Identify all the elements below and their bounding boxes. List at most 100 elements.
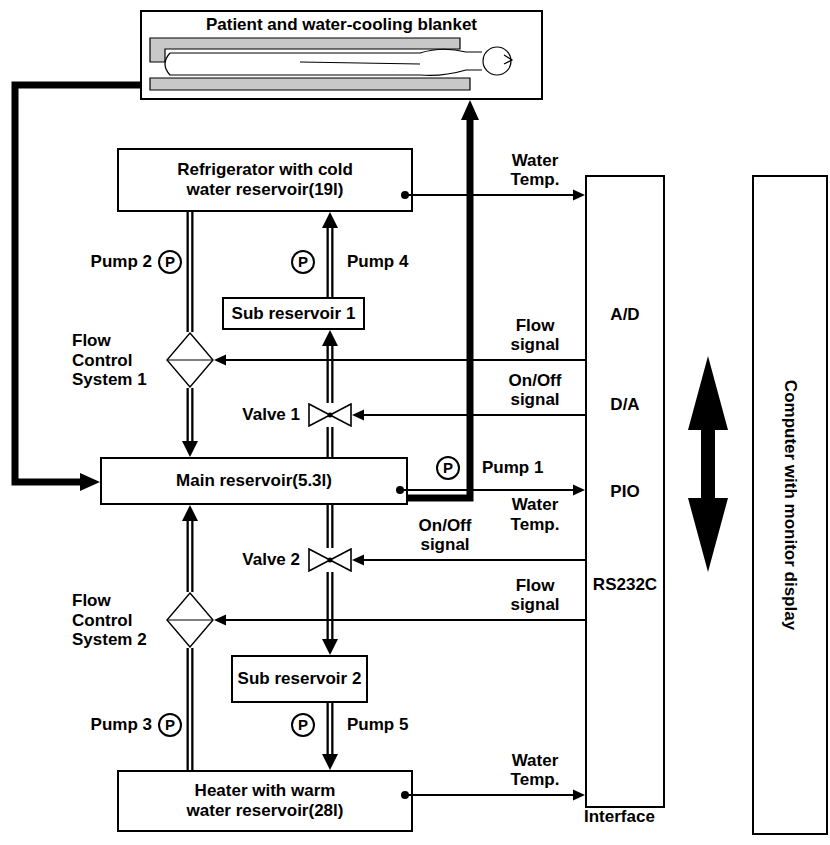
connector-line [408, 489, 574, 491]
connector-heads [461, 100, 479, 120]
arrow-head [573, 485, 585, 496]
computer-label: Computer with monitor display [780, 380, 800, 630]
flow-control-label: Flow Control System 1 [72, 331, 158, 390]
signal-label: Water Temp. [503, 495, 567, 534]
water-pipe [190, 648, 191, 770]
arrow-head [182, 441, 198, 457]
connector-heads [182, 441, 198, 457]
bidirectional-arrow [688, 356, 728, 572]
water-pipe [190, 212, 191, 332]
connector-heads [352, 555, 364, 566]
valve-label: Valve 2 [242, 550, 300, 570]
connector-line [15, 85, 140, 482]
signal-label: Water Temp. [503, 751, 567, 790]
connector-heads [214, 615, 226, 626]
signal-line [401, 790, 585, 801]
pipe-bore [189, 212, 191, 332]
box-label: Sub reservoir 1 [232, 304, 356, 324]
patient-illustration [150, 38, 512, 90]
refrigerator-box: Refrigerator with cold water reservoir(1… [117, 148, 413, 212]
connector-line [327, 505, 334, 548]
pump-label: Pump 1 [482, 458, 543, 478]
patient-face [504, 55, 512, 64]
pump-symbol: PPump 2 [158, 250, 182, 274]
valve-half [309, 549, 330, 571]
port-label: PIO [587, 482, 663, 502]
connector-heads [322, 754, 338, 770]
port-label: D/A [587, 395, 663, 415]
sub-reservoir-box: Sub reservoir 1 [222, 297, 365, 330]
connector-heads [322, 212, 338, 228]
connector-heads [573, 190, 585, 201]
connector-heads [573, 485, 585, 496]
pump-symbol: PPump 1 [436, 456, 460, 480]
arrow-head [214, 615, 226, 626]
box-label: Heater with warm water reservoir(28l) [178, 781, 353, 820]
valve-half [330, 549, 351, 571]
main-reservoir-box: Main reservoir(5.3l) [100, 457, 408, 505]
computer-box: Computer with monitor display [752, 175, 828, 835]
valve-half [309, 404, 330, 426]
arrow-head [322, 639, 338, 655]
patient-arm [300, 62, 420, 64]
connector-line [363, 559, 585, 561]
connector-heads [322, 639, 338, 655]
interface-box: A/DD/APIORS232CInterface [585, 175, 665, 808]
connector-line [327, 345, 334, 403]
pipe-bore [189, 520, 191, 592]
pump-label: Pump 5 [347, 715, 408, 735]
signal-label: On/Off signal [413, 516, 477, 555]
connector-heads [214, 355, 226, 366]
signal-label: On/Off signal [503, 371, 567, 410]
flow-control-label: Flow Control System 2 [72, 591, 158, 650]
connector-line [363, 414, 585, 416]
valve-symbol: Valve 2 [308, 548, 352, 572]
pump-symbol: PPump 5 [291, 713, 315, 737]
pipe-bore [189, 388, 191, 442]
pipe-bore [329, 505, 331, 548]
valve-outline [308, 403, 352, 427]
pump-letter: P [298, 253, 308, 270]
sub-reservoir-box: Sub reservoir 2 [231, 655, 368, 703]
pipe-bore [329, 703, 331, 755]
connector-heads [322, 330, 338, 346]
valve-label: Valve 1 [242, 405, 300, 425]
pump-label: Pump 2 [91, 252, 152, 272]
arrow-head [182, 505, 198, 521]
arrow-head [214, 355, 226, 366]
signal-line [352, 555, 585, 566]
flow-control-diamond: Flow Control System 1 [166, 332, 214, 388]
connector-line [327, 227, 334, 297]
connector-heads [573, 790, 585, 801]
arrow-head [80, 473, 100, 491]
water-pipe [322, 572, 338, 655]
diamond-shape [167, 333, 213, 387]
diamond-outline [166, 592, 214, 648]
water-pipe [330, 427, 331, 457]
arrow-head [322, 212, 338, 228]
pipe-bore [189, 648, 191, 770]
connector-line [187, 520, 194, 592]
port-label: RS232C [587, 575, 663, 595]
box-label: Refrigerator with cold water reservoir(1… [165, 160, 365, 199]
sensor-dot [401, 791, 409, 799]
pipe-bore [329, 227, 331, 297]
connector-heads [182, 505, 198, 521]
arrow-head [322, 330, 338, 346]
diamond-outline [166, 332, 214, 388]
valve-symbol: Valve 1 [308, 403, 352, 427]
patient-body [165, 49, 482, 75]
upper-blanket [150, 38, 460, 62]
pipe-bore [329, 345, 331, 403]
water-pipe [408, 100, 479, 498]
connector-heads [80, 473, 100, 491]
connector-line [187, 388, 194, 442]
signal-label: Flow signal [503, 316, 567, 355]
connector-line [327, 572, 334, 640]
water-pipe [322, 212, 338, 297]
pump-letter: P [165, 253, 175, 270]
connector-line [408, 119, 470, 498]
pump-letter: P [443, 459, 453, 476]
diamond-midline [167, 619, 213, 620]
